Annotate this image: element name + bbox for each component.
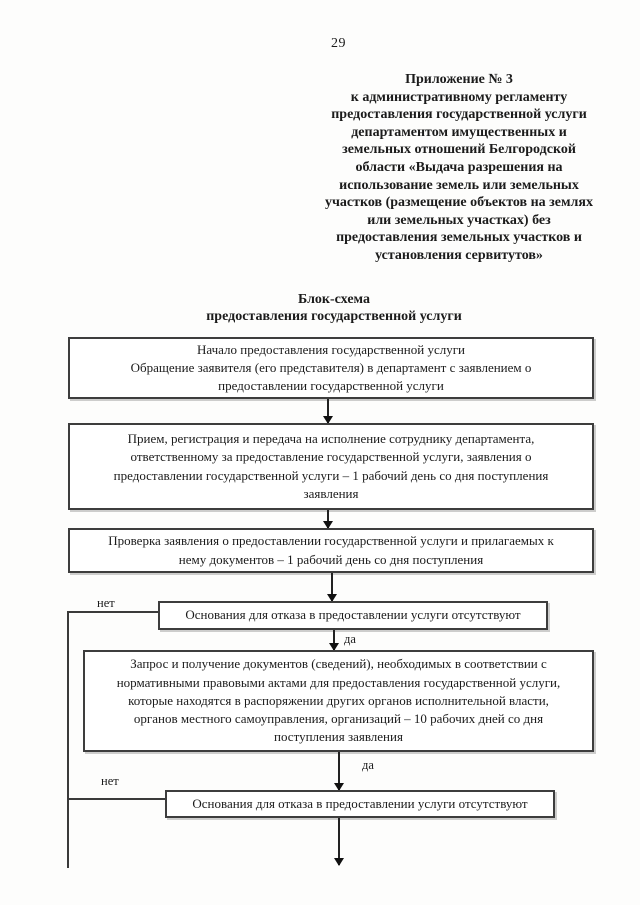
- flow-box-decision-grounds-2: Основания для отказа в предоставлении ус…: [165, 790, 555, 818]
- flowchart-title-line: предоставления государственной услуги: [206, 309, 462, 324]
- appendix-line: участков (размещение объектов на землях: [325, 195, 593, 211]
- flow-box-text-line: заявления: [303, 485, 359, 501]
- flow-box-text-line: Обращение заявителя (его представителя) …: [130, 359, 532, 375]
- flow-box-text-line: ответственному за предоставление государ…: [130, 449, 532, 465]
- flow-box-text-line: предоставлении государственной услуги – …: [113, 467, 549, 483]
- appendix-line: или земельных участках) без: [367, 212, 551, 228]
- appendix-line: Приложение № 3: [405, 72, 513, 87]
- flow-box-text-line: Основания для отказа в предоставлении ус…: [192, 795, 528, 811]
- flowchart-title-line: Блок-схема: [298, 292, 370, 307]
- flow-box-text-line: которые находятся в распоряжении других …: [128, 692, 549, 708]
- branch-line-no-vertical: [67, 611, 69, 868]
- flow-box-intake: Прием, регистрация и передача на исполне…: [68, 423, 594, 510]
- flow-arrow-down: [338, 752, 340, 790]
- flow-box-decision-grounds-1: Основания для отказа в предоставлении ус…: [158, 601, 548, 630]
- flow-box-text-line: Основания для отказа в предоставлении ус…: [185, 607, 521, 623]
- flow-box-text-line: предоставлении государственной услуги: [218, 378, 444, 394]
- flow-box-text-line: Прием, регистрация и передача на исполне…: [127, 430, 535, 446]
- flow-box-text-line: органов местного самоуправления, организ…: [133, 711, 544, 727]
- flow-box-text-line: Проверка заявления о предоставлении госу…: [108, 533, 554, 549]
- flow-box-check: Проверка заявления о предоставлении госу…: [68, 528, 594, 573]
- branch-label-no-1: нет: [97, 596, 115, 610]
- flow-box-text-line: нему документов – 1 рабочий день со дня …: [178, 551, 484, 567]
- appendix-line: земельных отношений Белгородской: [342, 142, 576, 158]
- appendix-line: к административному регламенту: [350, 89, 568, 105]
- branch-line-no-1: [68, 611, 158, 613]
- flow-box-start: Начало предоставления государственной ус…: [68, 337, 594, 399]
- flow-box-text-line: Начало предоставления государственной ус…: [197, 341, 465, 357]
- appendix-line: департаментом имущественных и: [351, 124, 567, 140]
- flow-arrow-down: [331, 573, 333, 601]
- branch-label-yes-1: да: [344, 632, 356, 646]
- flow-arrow-down: [327, 510, 329, 528]
- appendix-line: предоставления земельных участков и: [336, 230, 582, 246]
- appendix-header: Приложение № 3 к административному регла…: [298, 71, 620, 265]
- flow-arrow-down: [333, 630, 335, 650]
- appendix-line: установления сервитутов»: [375, 247, 543, 263]
- appendix-line: использование земель или земельных: [339, 177, 579, 193]
- branch-label-yes-2: да: [362, 758, 374, 772]
- appendix-line: области «Выдача разрешения на: [355, 159, 563, 175]
- appendix-line: предоставления государственной услуги: [331, 107, 587, 123]
- page-number: 29: [331, 36, 346, 51]
- branch-line-no-2: [68, 798, 165, 800]
- flow-box-text-line: нормативными правовыми актами для предос…: [116, 674, 561, 690]
- flow-arrow-down: [327, 399, 329, 423]
- flow-box-text-line: Запрос и получение документов (сведений)…: [130, 656, 547, 672]
- flow-arrow-down: [338, 818, 340, 865]
- flow-box-text-line: поступления заявления: [274, 729, 403, 745]
- flowchart-title: Блок-схема предоставления государственно…: [64, 291, 604, 325]
- flow-box-request-documents: Запрос и получение документов (сведений)…: [83, 650, 594, 752]
- branch-label-no-2: нет: [101, 774, 119, 788]
